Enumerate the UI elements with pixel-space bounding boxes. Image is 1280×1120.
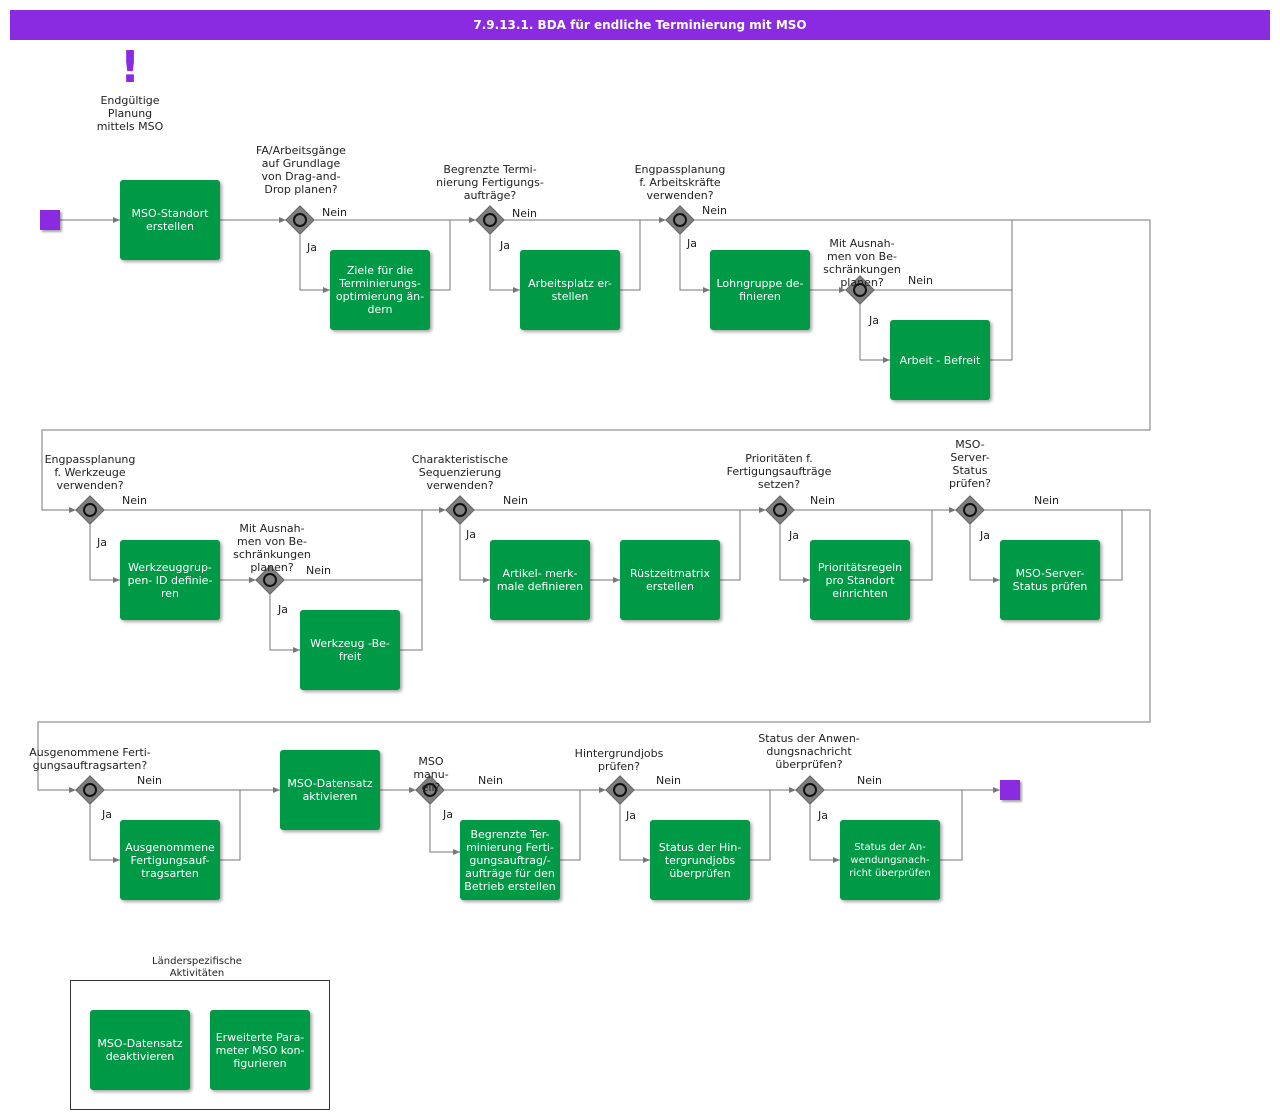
- task-arbeit-befreit[interactable]: Arbeit - Befreit: [890, 320, 990, 400]
- no-label: Nein: [306, 564, 332, 577]
- task-artikelmerkmale[interactable]: Artikel- merk- male definieren: [490, 540, 590, 620]
- group-laenderspezifische-aktivitaeten: [70, 980, 330, 1110]
- diagram-title: 7.9.13.1. BDA für endliche Terminierung …: [10, 10, 1270, 40]
- gateway-8: [765, 495, 795, 525]
- gateway-11: [415, 775, 445, 805]
- task-begrenzte-terminierung[interactable]: Begrenzte Ter- minierung Ferti- gungsauf…: [460, 820, 560, 900]
- task-werkzeug-befreit[interactable]: Werkzeug -Be- freit: [300, 610, 400, 690]
- task-mso-standort-erstellen[interactable]: MSO-Standort erstellen: [120, 180, 220, 260]
- no-label: Nein: [810, 494, 836, 507]
- yes-label: Ja: [789, 529, 799, 542]
- gateway-6: [255, 565, 285, 595]
- gateway-9: [955, 495, 985, 525]
- gateway-4: [845, 275, 875, 305]
- yes-label: Ja: [97, 536, 107, 549]
- gateway-label-8: Prioritäten f. Fertigungsaufträge setzen…: [726, 452, 832, 491]
- task-ausgenommene-fertigungsauftragsarten[interactable]: Ausgenommene Fertigungsauf- tragsarten: [120, 820, 220, 900]
- no-label: Nein: [322, 206, 348, 219]
- gateway-label-10: Ausgenommene Ferti- gungsauftragsarten?: [29, 746, 151, 772]
- yes-label: Ja: [626, 809, 636, 822]
- gateway-label-11: MSO manu- ell?: [413, 755, 449, 794]
- gateway-7: [445, 495, 475, 525]
- yes-label: Ja: [443, 808, 453, 821]
- no-label: Nein: [656, 774, 682, 787]
- annotation-label: Endgültige Planung mittels MSO: [96, 94, 164, 133]
- yes-label: Ja: [102, 808, 112, 821]
- no-label: Nein: [702, 204, 728, 217]
- task-mso-datensatz-deaktivieren[interactable]: MSO-Datensatz deaktivieren: [90, 1010, 190, 1090]
- task-ziele-terminierungsoptimierung[interactable]: Ziele für die Terminierungs- optimierung…: [330, 250, 430, 330]
- task-werkzeuggruppen-id[interactable]: Werkzeuggrup- pen- ID definie- ren: [120, 540, 220, 620]
- task-mso-server-status[interactable]: MSO-Server- Status prüfen: [1000, 540, 1100, 620]
- exclamation-icon: !: [119, 42, 141, 93]
- task-status-hintergrundjobs[interactable]: Status der Hin- tergrundjobs überprüfen: [650, 820, 750, 900]
- task-lohngruppe-definieren[interactable]: Lohngruppe de- finieren: [710, 250, 810, 330]
- yes-label: Ja: [466, 528, 476, 541]
- yes-label: Ja: [307, 241, 317, 254]
- gateway-1: [285, 205, 315, 235]
- task-erweiterte-parameter[interactable]: Erweiterte Para- meter MSO kon- figurier…: [210, 1010, 310, 1090]
- yes-label: Ja: [500, 239, 510, 252]
- gateway-10: [75, 775, 105, 805]
- gateway-2: [475, 205, 505, 235]
- gateway-5: [75, 495, 105, 525]
- gateway-label-12: Hintergrundjobs prüfen?: [574, 747, 664, 773]
- gateway-13: [795, 775, 825, 805]
- task-status-anwendungsnachricht[interactable]: Status der An- wendungsnach- richt überp…: [840, 820, 940, 900]
- task-arbeitsplatz-erstellen[interactable]: Arbeitsplatz er- stellen: [520, 250, 620, 330]
- end-event: [1000, 780, 1020, 800]
- start-event: [40, 210, 60, 230]
- task-ruestzeitmatrix[interactable]: Rüstzeitmatrix erstellen: [620, 540, 720, 620]
- gateway-12: [605, 775, 635, 805]
- no-label: Nein: [512, 207, 538, 220]
- yes-label: Ja: [687, 237, 697, 250]
- gateway-label-4: Mit Ausnah- men von Be- schränkungen pla…: [823, 237, 901, 289]
- no-label: Nein: [478, 774, 504, 787]
- gateway-3: [665, 205, 695, 235]
- no-label: Nein: [503, 494, 529, 507]
- gateway-label-1: FA/Arbeitsgänge auf Grundlage von Drag-a…: [256, 144, 346, 196]
- gateway-label-2: Begrenzte Termi- nierung Fertigungs- auf…: [436, 163, 544, 202]
- yes-label: Ja: [818, 809, 828, 822]
- gateway-label-5: Engpassplanung f. Werkzeuge verwenden?: [44, 453, 136, 492]
- yes-label: Ja: [278, 603, 288, 616]
- gateway-label-7: Charakteristische Sequenzierung verwende…: [411, 453, 509, 492]
- task-mso-datensatz-aktivieren[interactable]: MSO-Datensatz aktivieren: [280, 750, 380, 830]
- gateway-label-9: MSO- Server- Status prüfen?: [949, 438, 991, 490]
- gateway-label-3: Engpassplanung f. Arbeitskräfte verwende…: [634, 163, 726, 202]
- no-label: Nein: [1034, 494, 1060, 507]
- task-prioritaetsregeln[interactable]: Prioritätsregeln pro Standort einrichten: [810, 540, 910, 620]
- gateway-label-13: Status der Anwen- dungsnachricht überprü…: [758, 732, 860, 771]
- yes-label: Ja: [980, 529, 990, 542]
- no-label: Nein: [137, 774, 163, 787]
- no-label: Nein: [122, 494, 148, 507]
- yes-label: Ja: [869, 314, 879, 327]
- no-label: Nein: [857, 774, 883, 787]
- group-label: Länderspezifische Aktivitäten: [152, 956, 242, 979]
- gateway-label-6: Mit Ausnah- men von Be- schränkungen pla…: [233, 522, 311, 574]
- no-label: Nein: [908, 274, 934, 287]
